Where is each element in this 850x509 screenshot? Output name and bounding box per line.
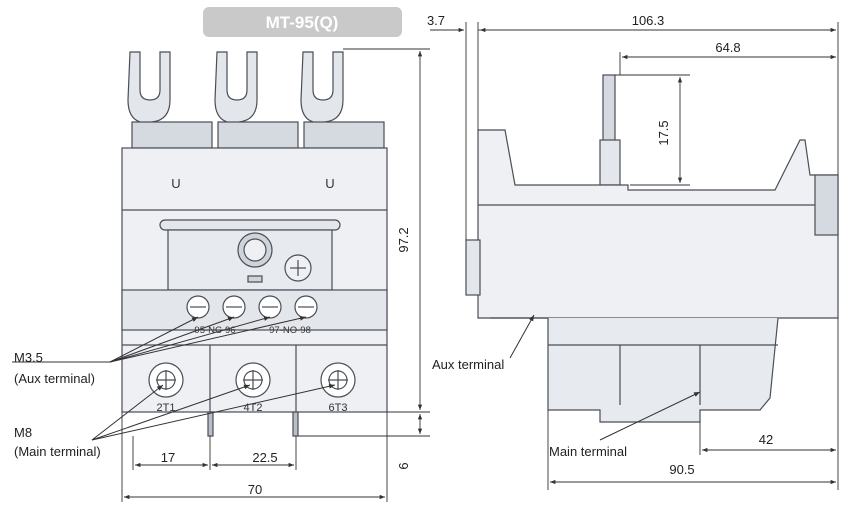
window-mark-right: U (325, 176, 334, 191)
terminal-number-2t1: 2T1 (157, 402, 176, 414)
aux-screw-icons (186, 295, 318, 319)
dim-lower-depth: 90.5 (669, 462, 694, 477)
window-mark-left: U (171, 176, 180, 191)
front-dimensions (121, 48, 430, 502)
dim-overall-width: 70 (248, 482, 262, 497)
terminal-number-6t3: 6T3 (329, 402, 348, 414)
fork-terminal-icon (127, 51, 344, 149)
dim-rear-depth: 42 (759, 432, 773, 447)
aux-label-no: 97-NO-98 (269, 325, 311, 336)
dim-top-height: 17.5 (656, 120, 671, 145)
callout-main-name: (Main terminal) (14, 444, 101, 459)
side-dimensions (430, 22, 839, 490)
dim-depth: 106.3 (632, 13, 665, 28)
side-callouts (509, 314, 701, 441)
callout-main-size: M8 (14, 425, 32, 440)
front-callouts (12, 316, 336, 441)
dim-height: 97.2 (396, 227, 411, 252)
dim-offset-left: 3.7 (427, 13, 445, 28)
callout-aux-name: (Aux terminal) (14, 371, 95, 386)
front-view: U U 95-NC-96 97-NO-98 (121, 51, 388, 437)
side-callout-aux: Aux terminal (432, 357, 504, 372)
side-view (465, 74, 839, 423)
aux-label-nc: 95-NC-96 (194, 325, 235, 336)
dim-pin-length: 6 (396, 462, 411, 469)
dim-pitch-2: 22.5 (252, 450, 277, 465)
callout-aux-size: M3.5 (14, 350, 43, 365)
dim-upper-depth: 64.8 (715, 40, 740, 55)
relay-body-side (477, 129, 839, 319)
dim-pitch-1: 17 (161, 450, 175, 465)
model-title: MT-95(Q) (266, 13, 339, 32)
side-callout-main: Main terminal (549, 444, 627, 459)
title-badge: MT-95(Q) (203, 7, 402, 37)
